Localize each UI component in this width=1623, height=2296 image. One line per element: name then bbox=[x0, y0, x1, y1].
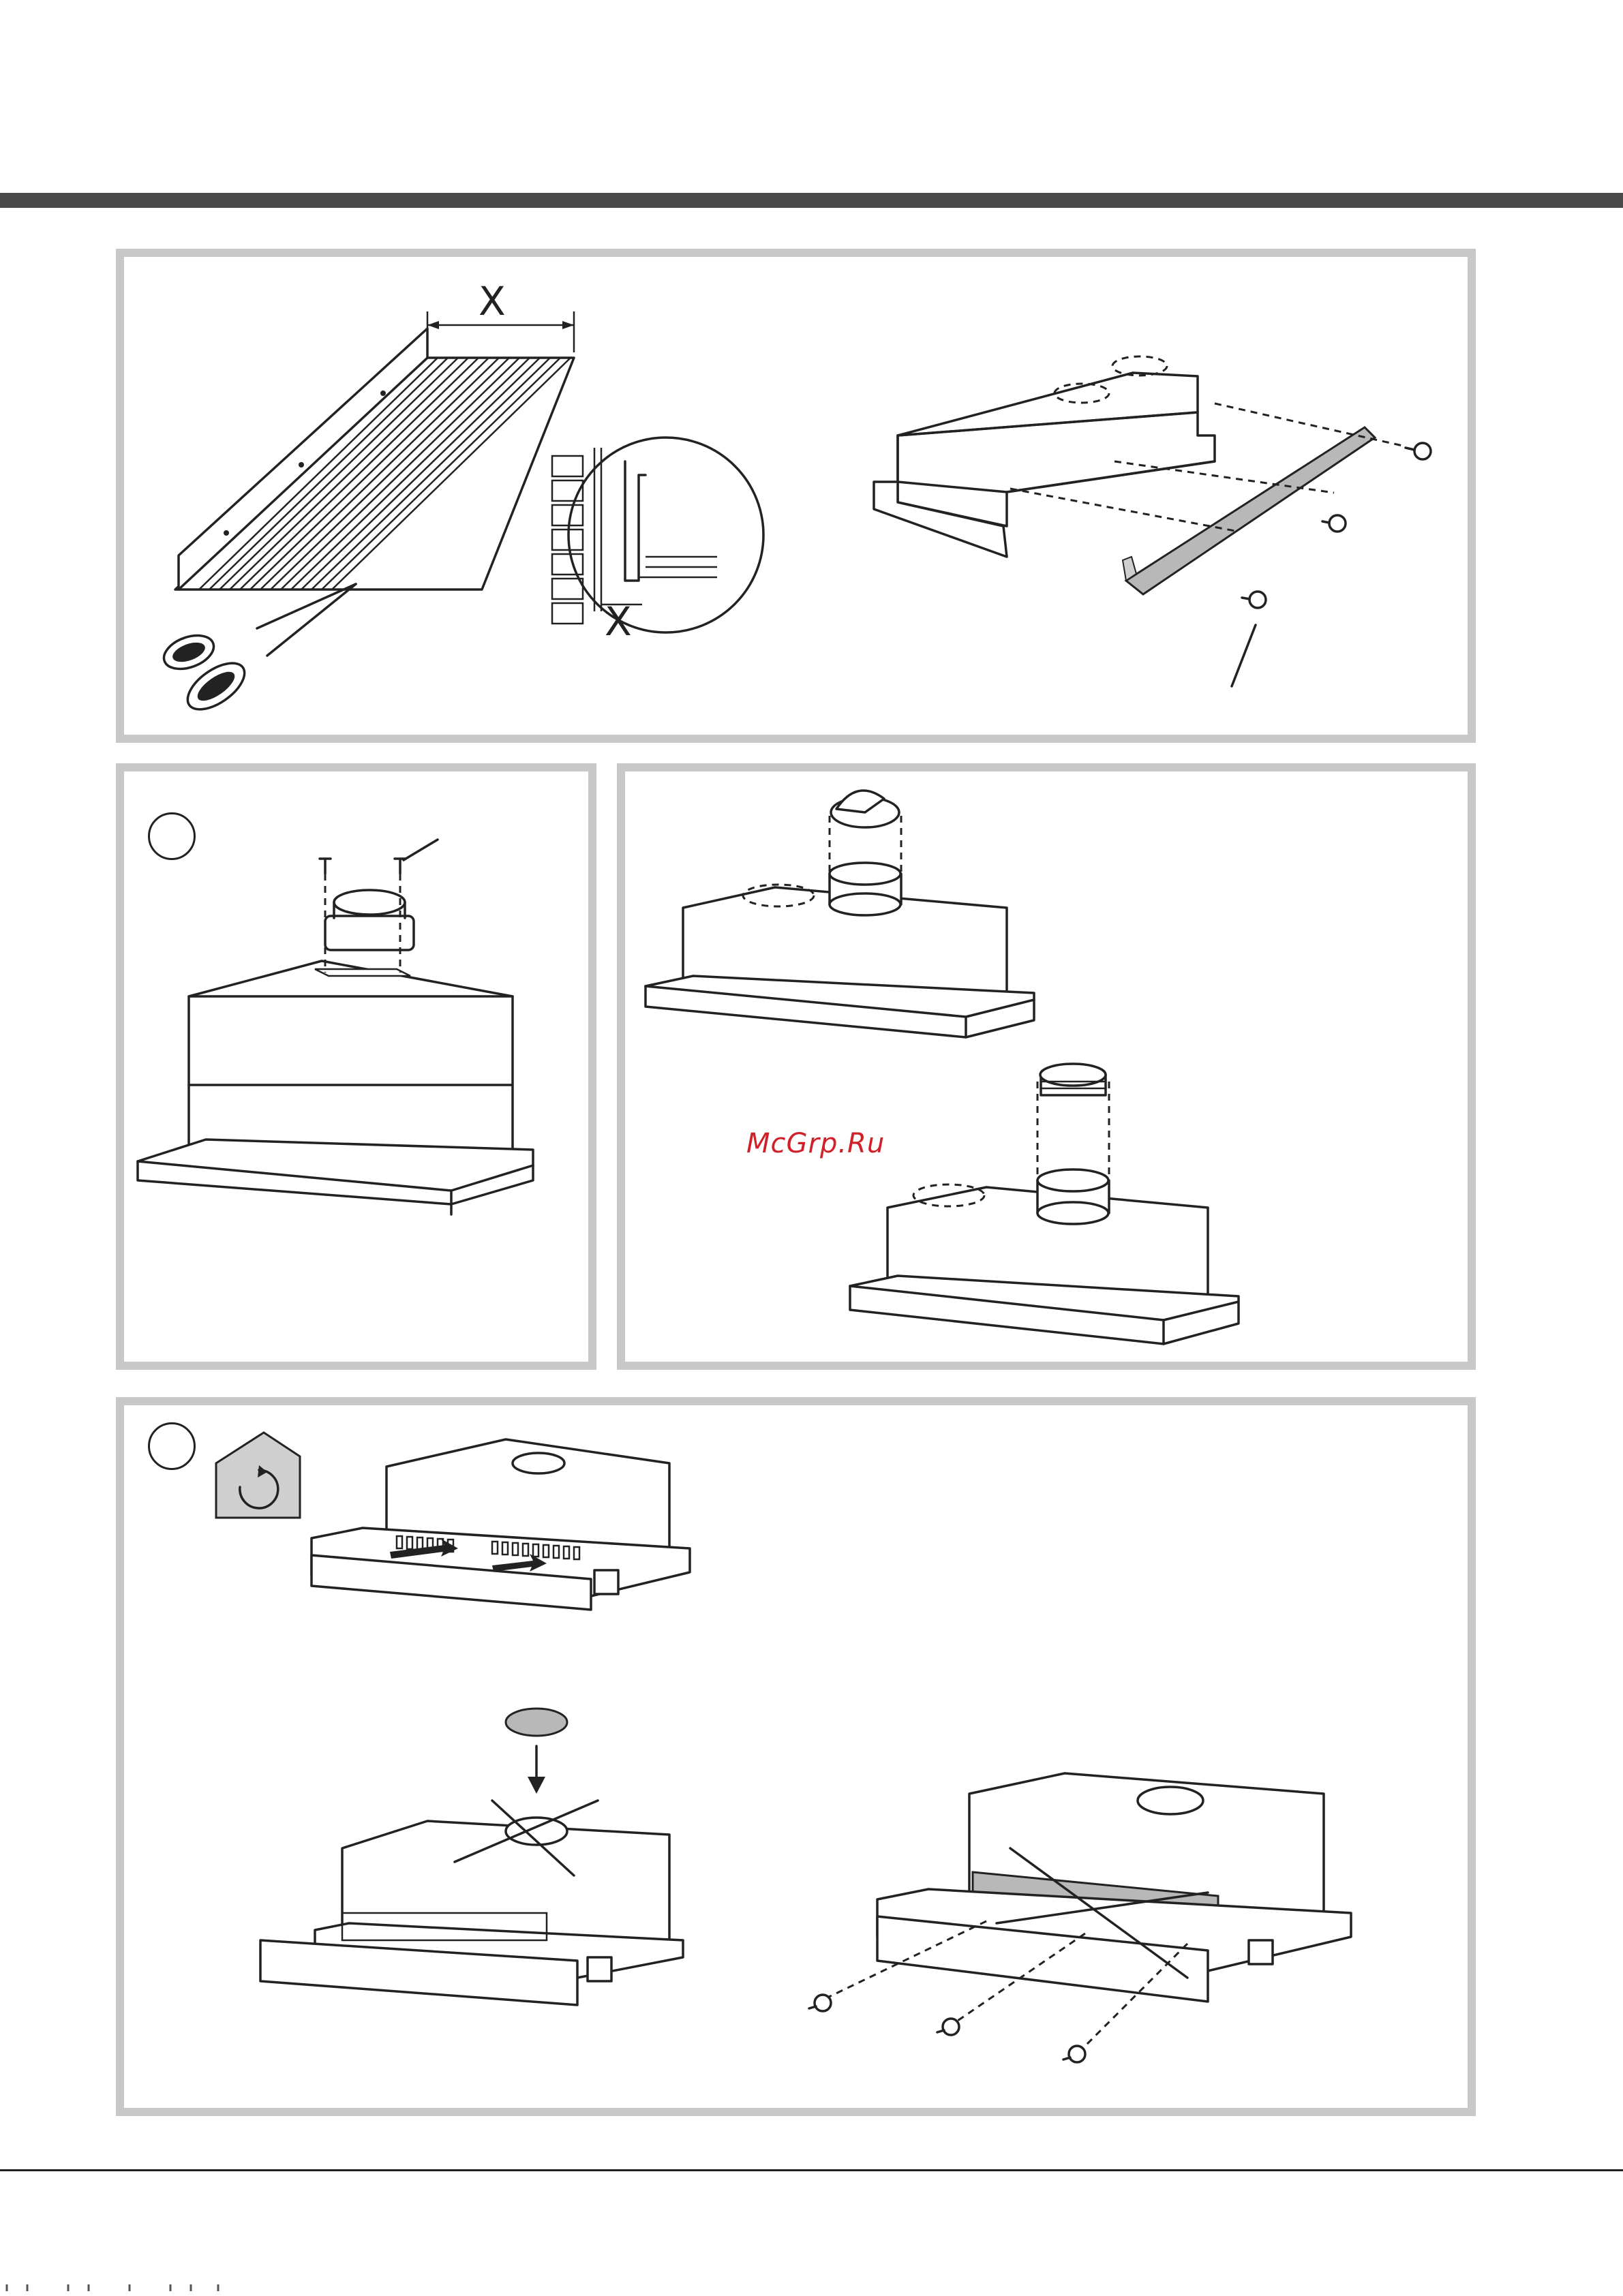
panel-recirculation-filters bbox=[116, 1397, 1476, 2116]
panel-fit-flange bbox=[116, 763, 596, 1370]
panel-cut-and-mount-strip: X X bbox=[116, 249, 1476, 743]
scissors-icon bbox=[160, 584, 356, 718]
screw-icon bbox=[809, 1995, 831, 2011]
watermark-text: McGrp.Ru bbox=[746, 1128, 885, 1159]
panel-valve-and-duct bbox=[617, 763, 1476, 1370]
dimension-x-label: X bbox=[479, 278, 506, 324]
panel-1-illustration: X X bbox=[124, 257, 1468, 735]
screw-icon bbox=[1063, 2046, 1085, 2062]
step-circle bbox=[148, 812, 196, 860]
screw-icon bbox=[320, 859, 331, 874]
step-circle bbox=[148, 1422, 196, 1470]
carbon-filter-insert bbox=[506, 1709, 567, 1794]
wall-detail-circle bbox=[552, 438, 763, 632]
house-recirculation-icon bbox=[216, 1433, 300, 1518]
hood-front-panel-screws bbox=[826, 1773, 1351, 2049]
screw-icon bbox=[1242, 592, 1266, 608]
grooved-strip-drawing bbox=[175, 311, 574, 590]
footer-rule bbox=[0, 2169, 1623, 2171]
callout-line bbox=[1232, 625, 1256, 686]
detail-x-label: X bbox=[605, 598, 632, 645]
screw-icon bbox=[1322, 515, 1346, 532]
screw-icon bbox=[1406, 443, 1431, 459]
footer-tick-marks bbox=[0, 2283, 232, 2293]
hood-carbon-filter-wrong bbox=[260, 1801, 683, 2005]
screw-icon bbox=[937, 2019, 959, 2035]
panel-3-illustration bbox=[625, 771, 1468, 1362]
hood-bracket-assembly bbox=[874, 356, 1406, 594]
panel-4-illustration bbox=[124, 1405, 1468, 2108]
hood-grease-filter-removal bbox=[312, 1439, 690, 1610]
hood-with-flange bbox=[138, 840, 533, 1214]
hood-with-valve bbox=[646, 791, 1034, 1037]
hood-with-duct bbox=[850, 1064, 1239, 1344]
header-rule bbox=[0, 193, 1623, 208]
panel-2-illustration bbox=[124, 771, 588, 1362]
